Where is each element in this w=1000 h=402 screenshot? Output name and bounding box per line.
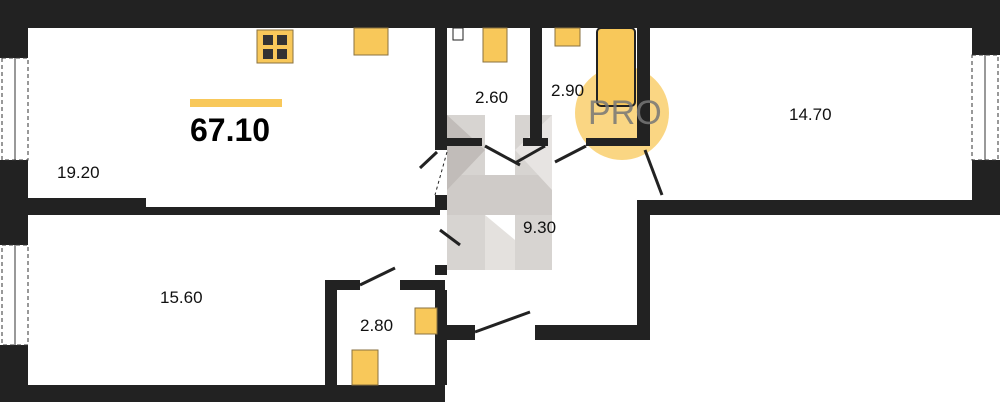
watermark-logo: [447, 115, 552, 270]
watermark-text: PRO: [588, 94, 662, 132]
room-area-label: 19.20: [57, 163, 100, 182]
room-area-label: 14.70: [789, 105, 832, 124]
doors: [359, 144, 664, 334]
room-area-label: 9.30: [523, 218, 557, 237]
fixtures: [256, 27, 636, 386]
total-area-accent-bar: [190, 99, 282, 107]
room-area-label: 2.80: [360, 316, 394, 335]
total-area: 67.10: [190, 112, 271, 148]
room-area-label: 2.90: [551, 81, 585, 100]
room-area-label: 15.60: [160, 288, 203, 307]
room-area-label: 2.60: [475, 88, 509, 107]
windows: [1, 54, 999, 346]
